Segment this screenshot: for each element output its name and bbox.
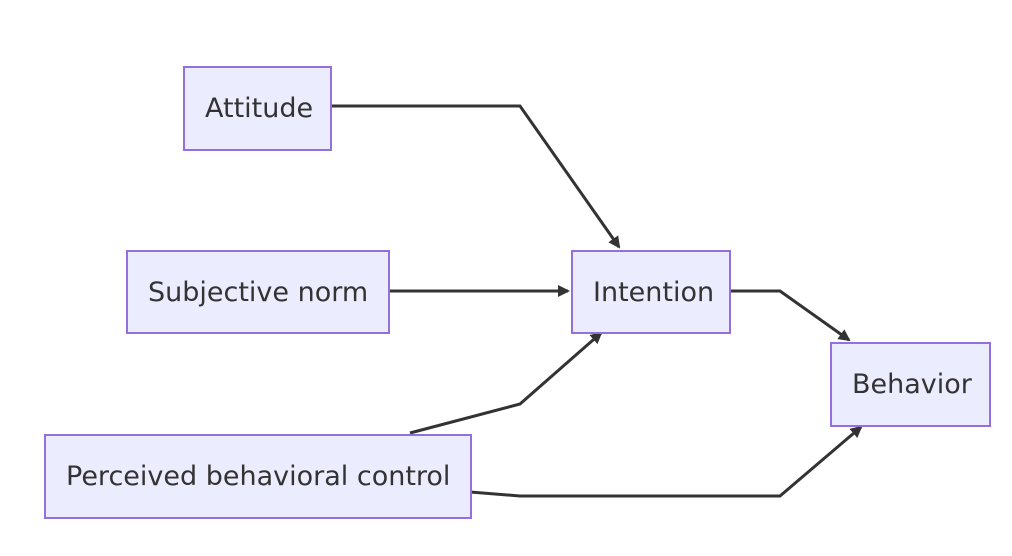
node-subjective-norm[interactable]: Subjective norm xyxy=(126,250,390,334)
edge-perceived-control-to-intention xyxy=(409,331,603,435)
node-attitude-label: Attitude xyxy=(205,93,314,124)
node-subjective-norm-label: Subjective norm xyxy=(148,276,369,308)
node-perceived-behavioral-control-label: Perceived behavioral control xyxy=(66,461,451,492)
edge-perceived-control-to-behavior xyxy=(469,425,863,498)
node-intention-label: Intention xyxy=(593,276,713,308)
node-behavior-label: Behavior xyxy=(852,369,972,400)
node-perceived-behavioral-control[interactable]: Perceived behavioral control xyxy=(44,434,472,519)
node-intention[interactable]: Intention xyxy=(571,250,731,334)
node-attitude[interactable]: Attitude xyxy=(183,66,332,151)
node-behavior[interactable]: Behavior xyxy=(830,342,991,427)
edge-attitude-to-intention xyxy=(331,104,621,249)
edge-intention-to-behavior xyxy=(730,289,851,342)
